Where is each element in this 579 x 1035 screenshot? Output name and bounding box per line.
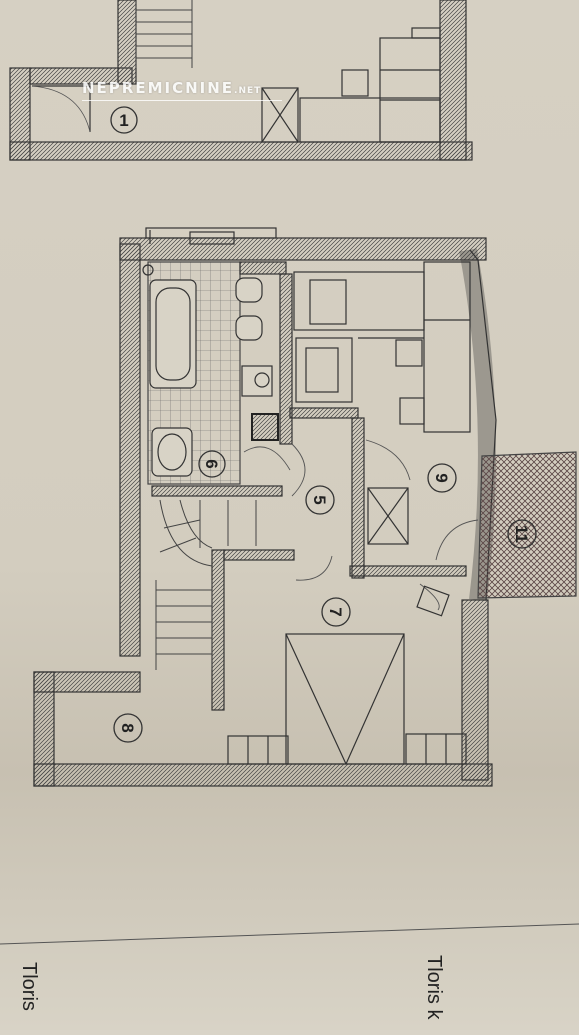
watermark: NEPREMICNINE.NET (82, 79, 261, 97)
caption-right: Tloris k (423, 955, 445, 1020)
room-7-label: 7 (326, 607, 345, 616)
room-11-label: 11 (512, 525, 531, 543)
page-divider (0, 923, 579, 945)
watermark-brand: NEPREMICNINE (82, 79, 235, 97)
room-9-label: 9 (432, 473, 451, 482)
watermark-underline (82, 100, 282, 101)
room-6-label: 6 (202, 459, 221, 468)
caption-left: Tloris (18, 962, 40, 1011)
room-8-label: 8 (118, 723, 137, 732)
upper-floor-fragment (9, 0, 473, 161)
room-5-label: 5 (310, 495, 329, 504)
terrace-area (477, 451, 577, 599)
watermark-tld: .NET (234, 86, 262, 96)
ground-floor-plan (33, 227, 497, 787)
room-1-label: 1 (119, 111, 128, 130)
